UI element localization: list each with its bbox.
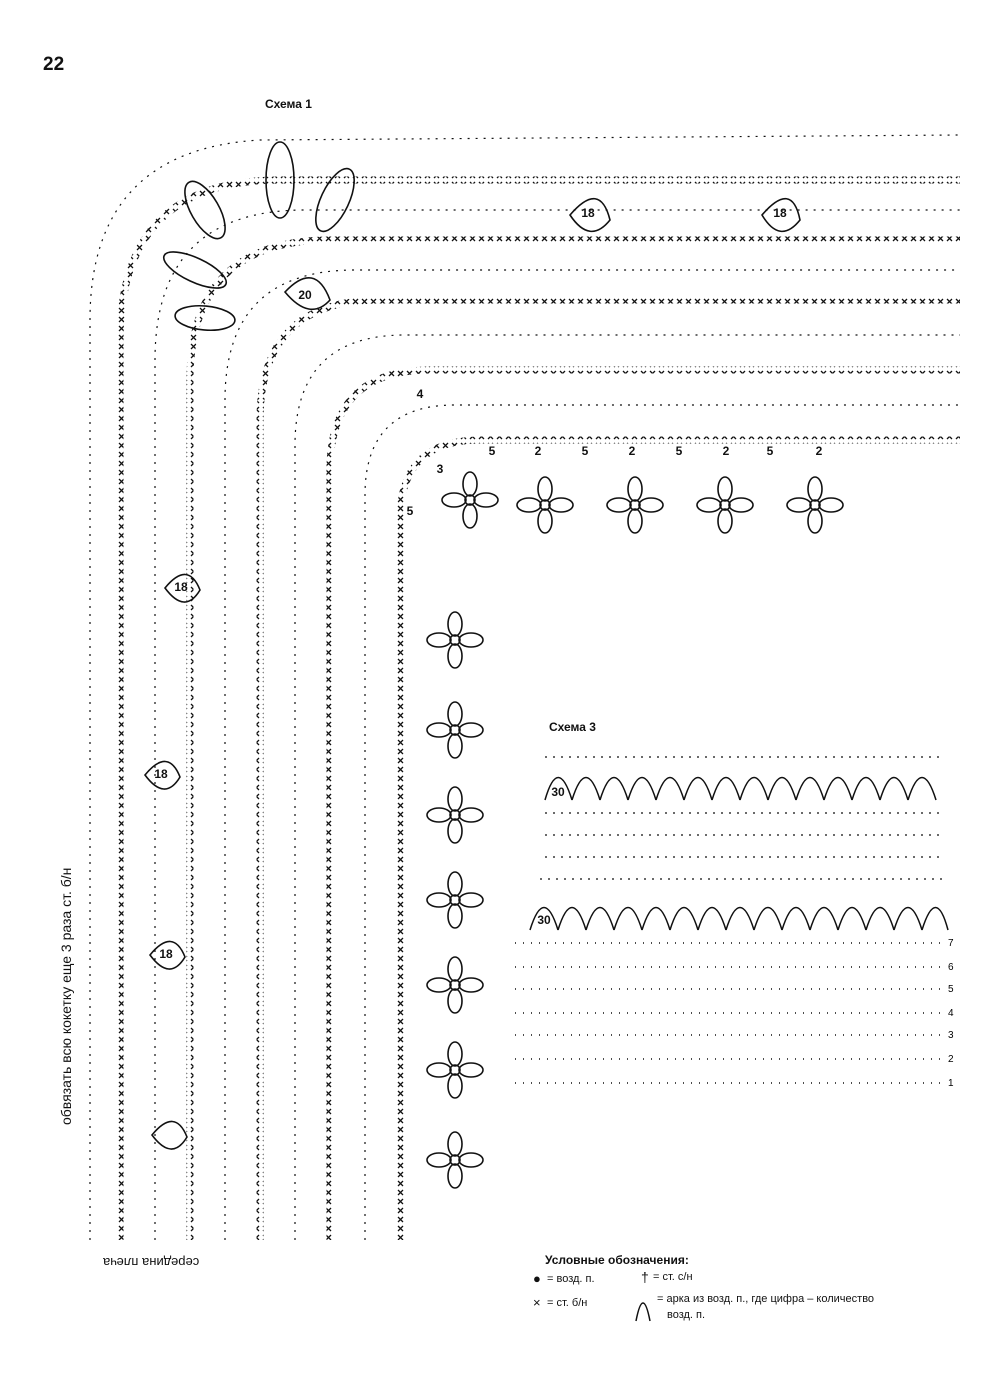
arch-label: 2 xyxy=(535,444,542,458)
arch-label: 5 xyxy=(407,504,414,518)
legend-item-arch: = арка из возд. п., где цифра – количест… xyxy=(657,1293,875,1305)
petal-label: 18 xyxy=(773,206,787,220)
legend: Условные обозначения: ● = возд. п. † = с… xyxy=(533,1251,953,1331)
arch-label: 5 xyxy=(676,444,683,458)
petal-label: 18 xyxy=(174,580,188,594)
legend-item-chain: = возд. п. xyxy=(547,1273,595,1285)
arch-label: 2 xyxy=(723,444,730,458)
petal-label: 18 xyxy=(154,767,168,781)
legend-item-arch-cont: возд. п. xyxy=(667,1309,706,1321)
row-number: 1 xyxy=(948,1078,954,1089)
petal-label: 20 xyxy=(298,288,312,302)
arch-label: 2 xyxy=(816,444,823,458)
single-crochet-icon: × xyxy=(533,1295,541,1310)
arch-label: 3 xyxy=(437,462,444,476)
arch-icon xyxy=(635,1302,651,1322)
arch-label: 5 xyxy=(582,444,589,458)
row-number: 7 xyxy=(948,938,954,949)
double-crochet-icon: † xyxy=(641,1269,649,1285)
row-number: 6 xyxy=(948,962,954,973)
row-number: 5 xyxy=(948,984,954,995)
arch-count-bottom: 30 xyxy=(537,913,551,927)
legend-item-single-crochet: = ст. б/н xyxy=(547,1297,588,1309)
arch-label: 4 xyxy=(417,387,424,401)
scheme3-chart: 30 30 7 6 5 4 3 2 1 xyxy=(515,756,954,1089)
legend-item-double-crochet: = ст. с/н xyxy=(653,1271,693,1283)
row-number: 2 xyxy=(948,1054,954,1065)
arch-count-top: 30 xyxy=(551,785,565,799)
petal-label: 18 xyxy=(581,206,595,220)
arch-label: 2 xyxy=(629,444,636,458)
arch-label: 5 xyxy=(767,444,774,458)
page-number: 22 xyxy=(43,54,65,75)
legend-title: Условные обозначения: xyxy=(545,1253,689,1267)
row-number: 4 xyxy=(948,1008,954,1019)
row-number: 3 xyxy=(948,1030,954,1041)
scheme1-title: Схема 1 xyxy=(265,97,312,111)
chain-stitch-icon: ● xyxy=(533,1271,541,1286)
scheme3-title: Схема 3 xyxy=(549,720,596,734)
petal-label: 18 xyxy=(159,947,173,961)
arch-label: 5 xyxy=(489,444,496,458)
